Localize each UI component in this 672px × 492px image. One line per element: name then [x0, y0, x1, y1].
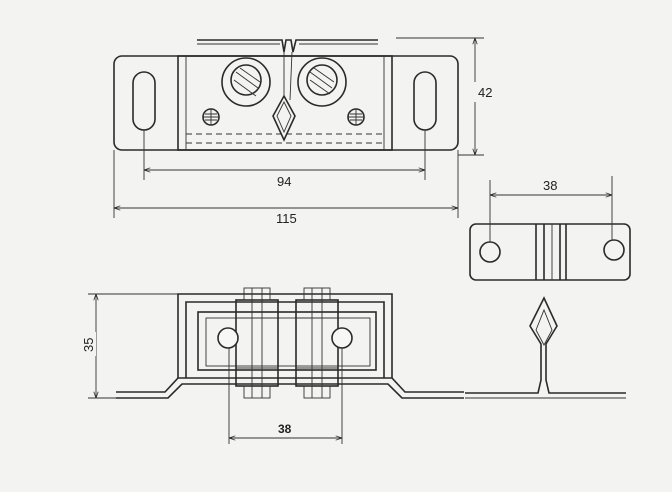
front-right-hole — [331, 327, 353, 349]
right-roller — [297, 57, 347, 107]
front-base-flange — [116, 377, 464, 393]
dim-38-side-label: 38 — [543, 178, 557, 193]
front-right-roller — [295, 287, 339, 399]
dim-front-height: 35 — [80, 293, 178, 399]
top-housing — [177, 55, 393, 151]
top-view: 42 94 115 — [113, 37, 498, 226]
dim-38-front-label: 38 — [278, 422, 292, 436]
dim-94-label: 94 — [277, 174, 291, 189]
left-screw-icon — [202, 108, 220, 126]
dim-42-label: 42 — [478, 85, 492, 100]
left-mounting-slot — [132, 71, 156, 131]
top-spring-diamond — [272, 94, 296, 142]
strike-right-hole — [603, 239, 625, 261]
strike-profile-wire — [465, 296, 626, 394]
dim-top-overall-width: 115 — [113, 150, 459, 226]
dim-35-label: 35 — [81, 338, 96, 352]
strike-profile-view — [465, 296, 626, 399]
right-mounting-slot — [413, 71, 437, 131]
front-inner-frame — [197, 311, 377, 371]
strike-plate — [469, 223, 631, 281]
front-left-hole — [217, 327, 239, 349]
dim-115-label: 115 — [276, 211, 297, 226]
dim-top-hole-spacing: 94 — [143, 130, 426, 189]
front-view: 35 38 — [80, 287, 464, 444]
dim-front-hole-spacing: 38 — [228, 348, 343, 444]
dim-side-hole-spacing: 38 — [489, 176, 613, 242]
right-screw-icon — [347, 108, 365, 126]
left-roller — [221, 57, 271, 107]
side-strike-plate-view: 38 — [469, 176, 631, 281]
front-left-roller — [235, 287, 279, 399]
dim-top-height: 42 — [396, 37, 498, 156]
top-spring-wire — [197, 39, 378, 53]
strike-left-hole — [479, 241, 501, 263]
front-housing — [177, 293, 393, 378]
